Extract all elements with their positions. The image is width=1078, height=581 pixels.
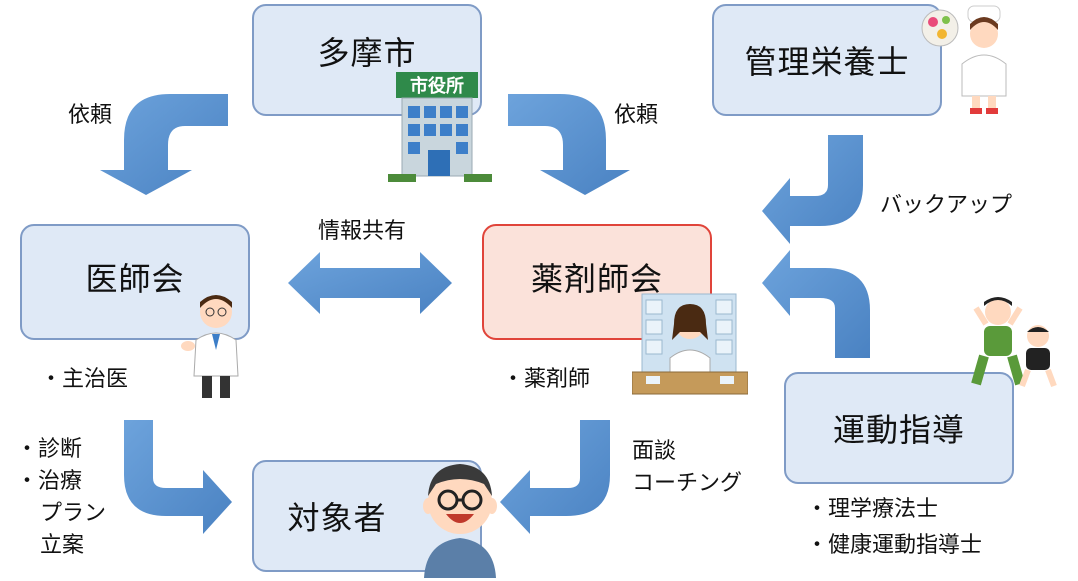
note-doctor: ・主治医 (40, 367, 129, 392)
note-plan-1: プラン (40, 501, 107, 526)
elderly-man-icon (423, 464, 497, 578)
note-treatment: ・治療 (16, 469, 83, 494)
node-label: 多摩市 (317, 34, 417, 72)
edge-label-backup: バックアップ (880, 193, 1013, 218)
exercise-people-icon (971, 297, 1057, 388)
note-pharmacist: ・薬剤師 (502, 367, 591, 392)
arrow-pharma-to-target (500, 420, 610, 534)
node-label: 薬剤師会 (530, 260, 663, 298)
arrow-city-to-medical (100, 94, 228, 195)
note-plan-2: 立案 (40, 533, 85, 558)
arrow-city-to-pharma (508, 94, 630, 195)
node-dietitian: 管理栄養士 (712, 4, 942, 116)
node-exercise-guidance: 運動指導 (784, 372, 1014, 484)
arrow-dietitian-to-pharma (762, 135, 863, 244)
node-label: 対象者 (287, 499, 387, 537)
arrow-medical-to-target (124, 420, 232, 534)
node-label: 運動指導 (832, 411, 965, 449)
edge-label-coaching: コーチング (632, 471, 743, 496)
node-medical-association: 医師会 (20, 224, 250, 340)
dietitian-icon (921, 5, 1007, 114)
arrow-exercise-to-pharma (762, 250, 870, 358)
node-label: 医師会 (85, 260, 185, 298)
edge-label-request-right: 依頼 (614, 103, 659, 128)
note-health-trainer: ・健康運動指導士 (806, 533, 983, 558)
doctor-icon (181, 295, 239, 398)
note-physical-therapist: ・理学療法士 (806, 497, 939, 522)
pharmacist-icon (632, 293, 748, 395)
node-label: 管理栄養士 (744, 43, 910, 81)
edge-label-info-share: 情報共有 (318, 219, 407, 244)
note-diagnosis: ・診断 (16, 437, 83, 462)
edge-label-interview: 面談 (632, 439, 677, 464)
city-hall-sign: 市役所 (410, 75, 464, 97)
edge-label-request-left: 依頼 (68, 103, 113, 128)
arrow-info-share (288, 252, 452, 314)
city-hall-icon: 市役所 (388, 72, 492, 182)
